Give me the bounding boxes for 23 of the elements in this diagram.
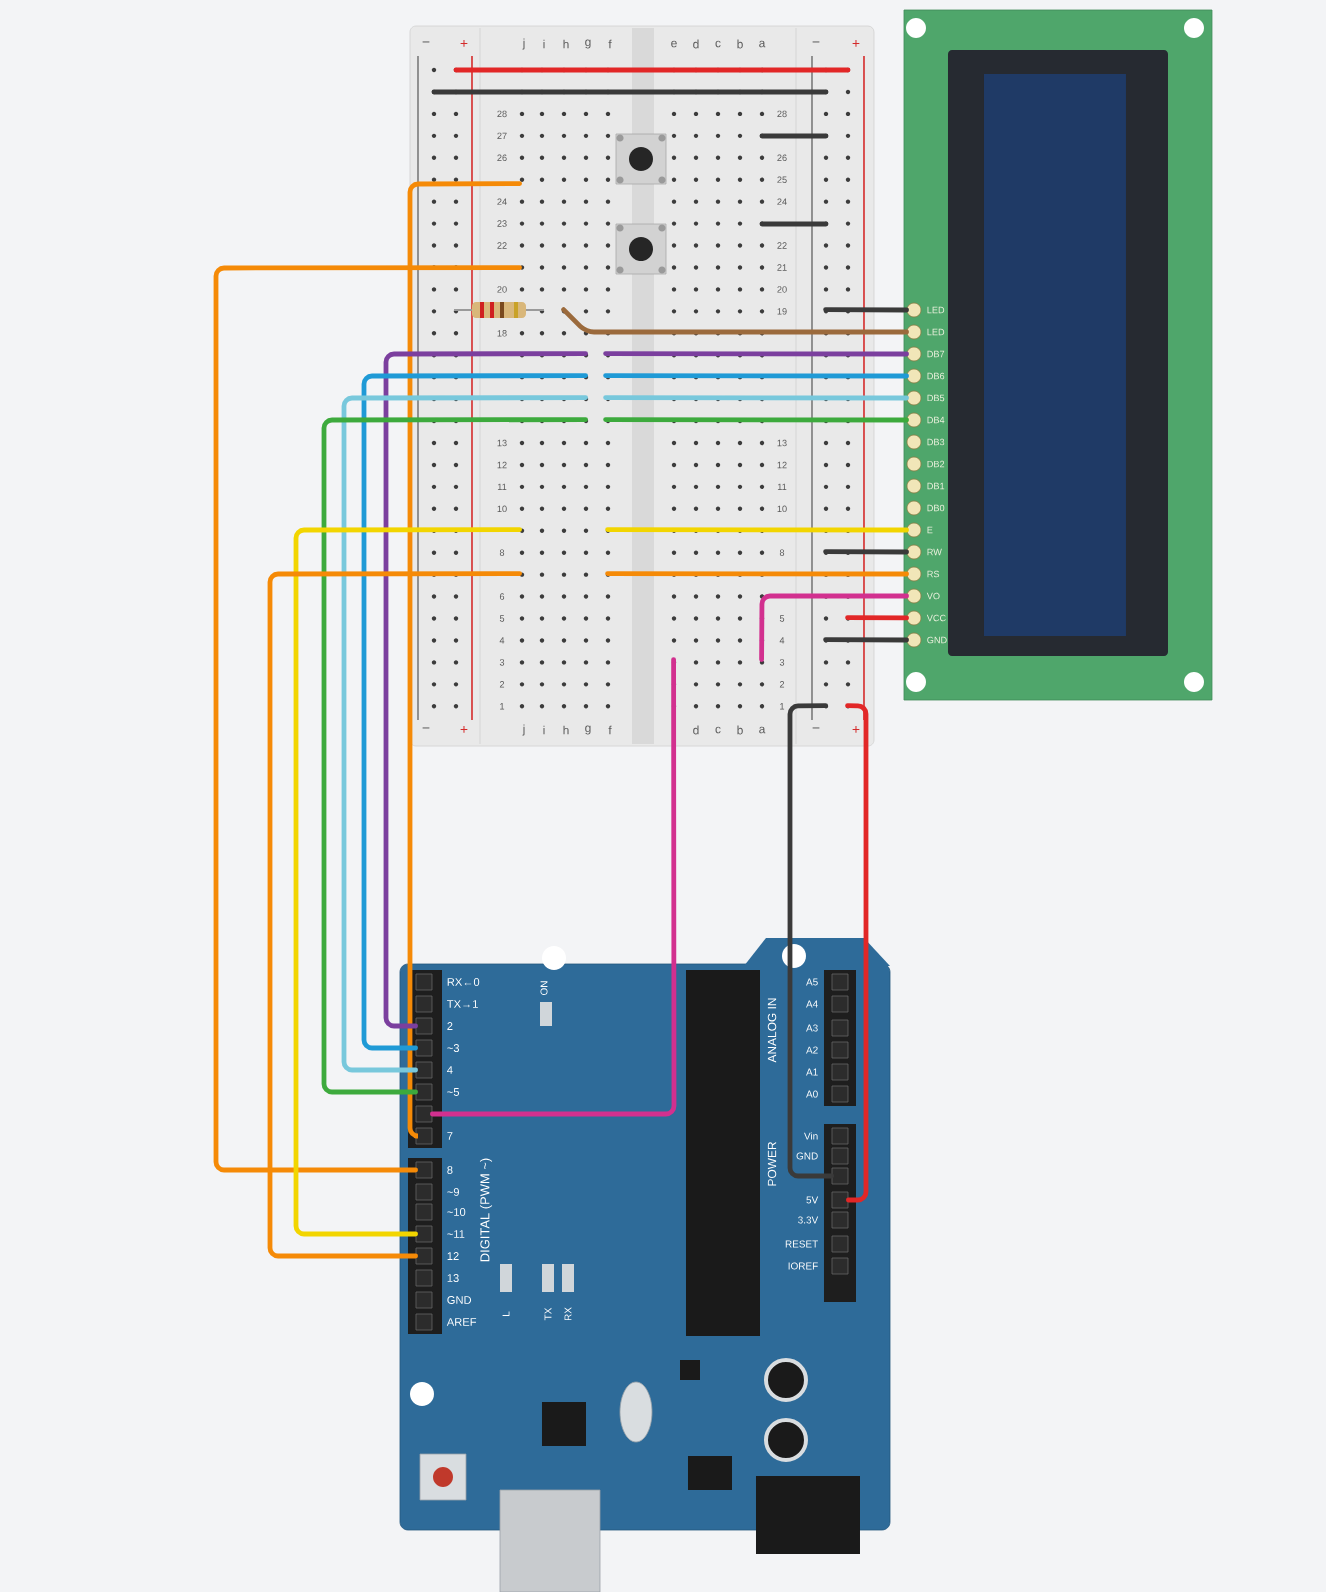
wire [430, 657, 677, 1117]
wire [845, 703, 869, 1203]
breadboard [409, 25, 875, 747]
wire [787, 703, 834, 1179]
header-pin [415, 1105, 433, 1123]
wire [603, 373, 909, 379]
wire [823, 637, 909, 643]
wire [561, 307, 909, 335]
wire [605, 571, 909, 577]
wire [845, 615, 909, 621]
wire [759, 593, 909, 662]
wire [823, 307, 909, 313]
header-pin [831, 1167, 849, 1185]
wire [213, 265, 522, 1173]
wire [603, 417, 909, 423]
wire [605, 527, 909, 533]
wire [293, 527, 522, 1237]
wire [603, 351, 909, 357]
wire [267, 571, 522, 1259]
wire [823, 549, 909, 555]
wire [603, 395, 909, 401]
wire [383, 351, 588, 1029]
wire [407, 181, 522, 1139]
